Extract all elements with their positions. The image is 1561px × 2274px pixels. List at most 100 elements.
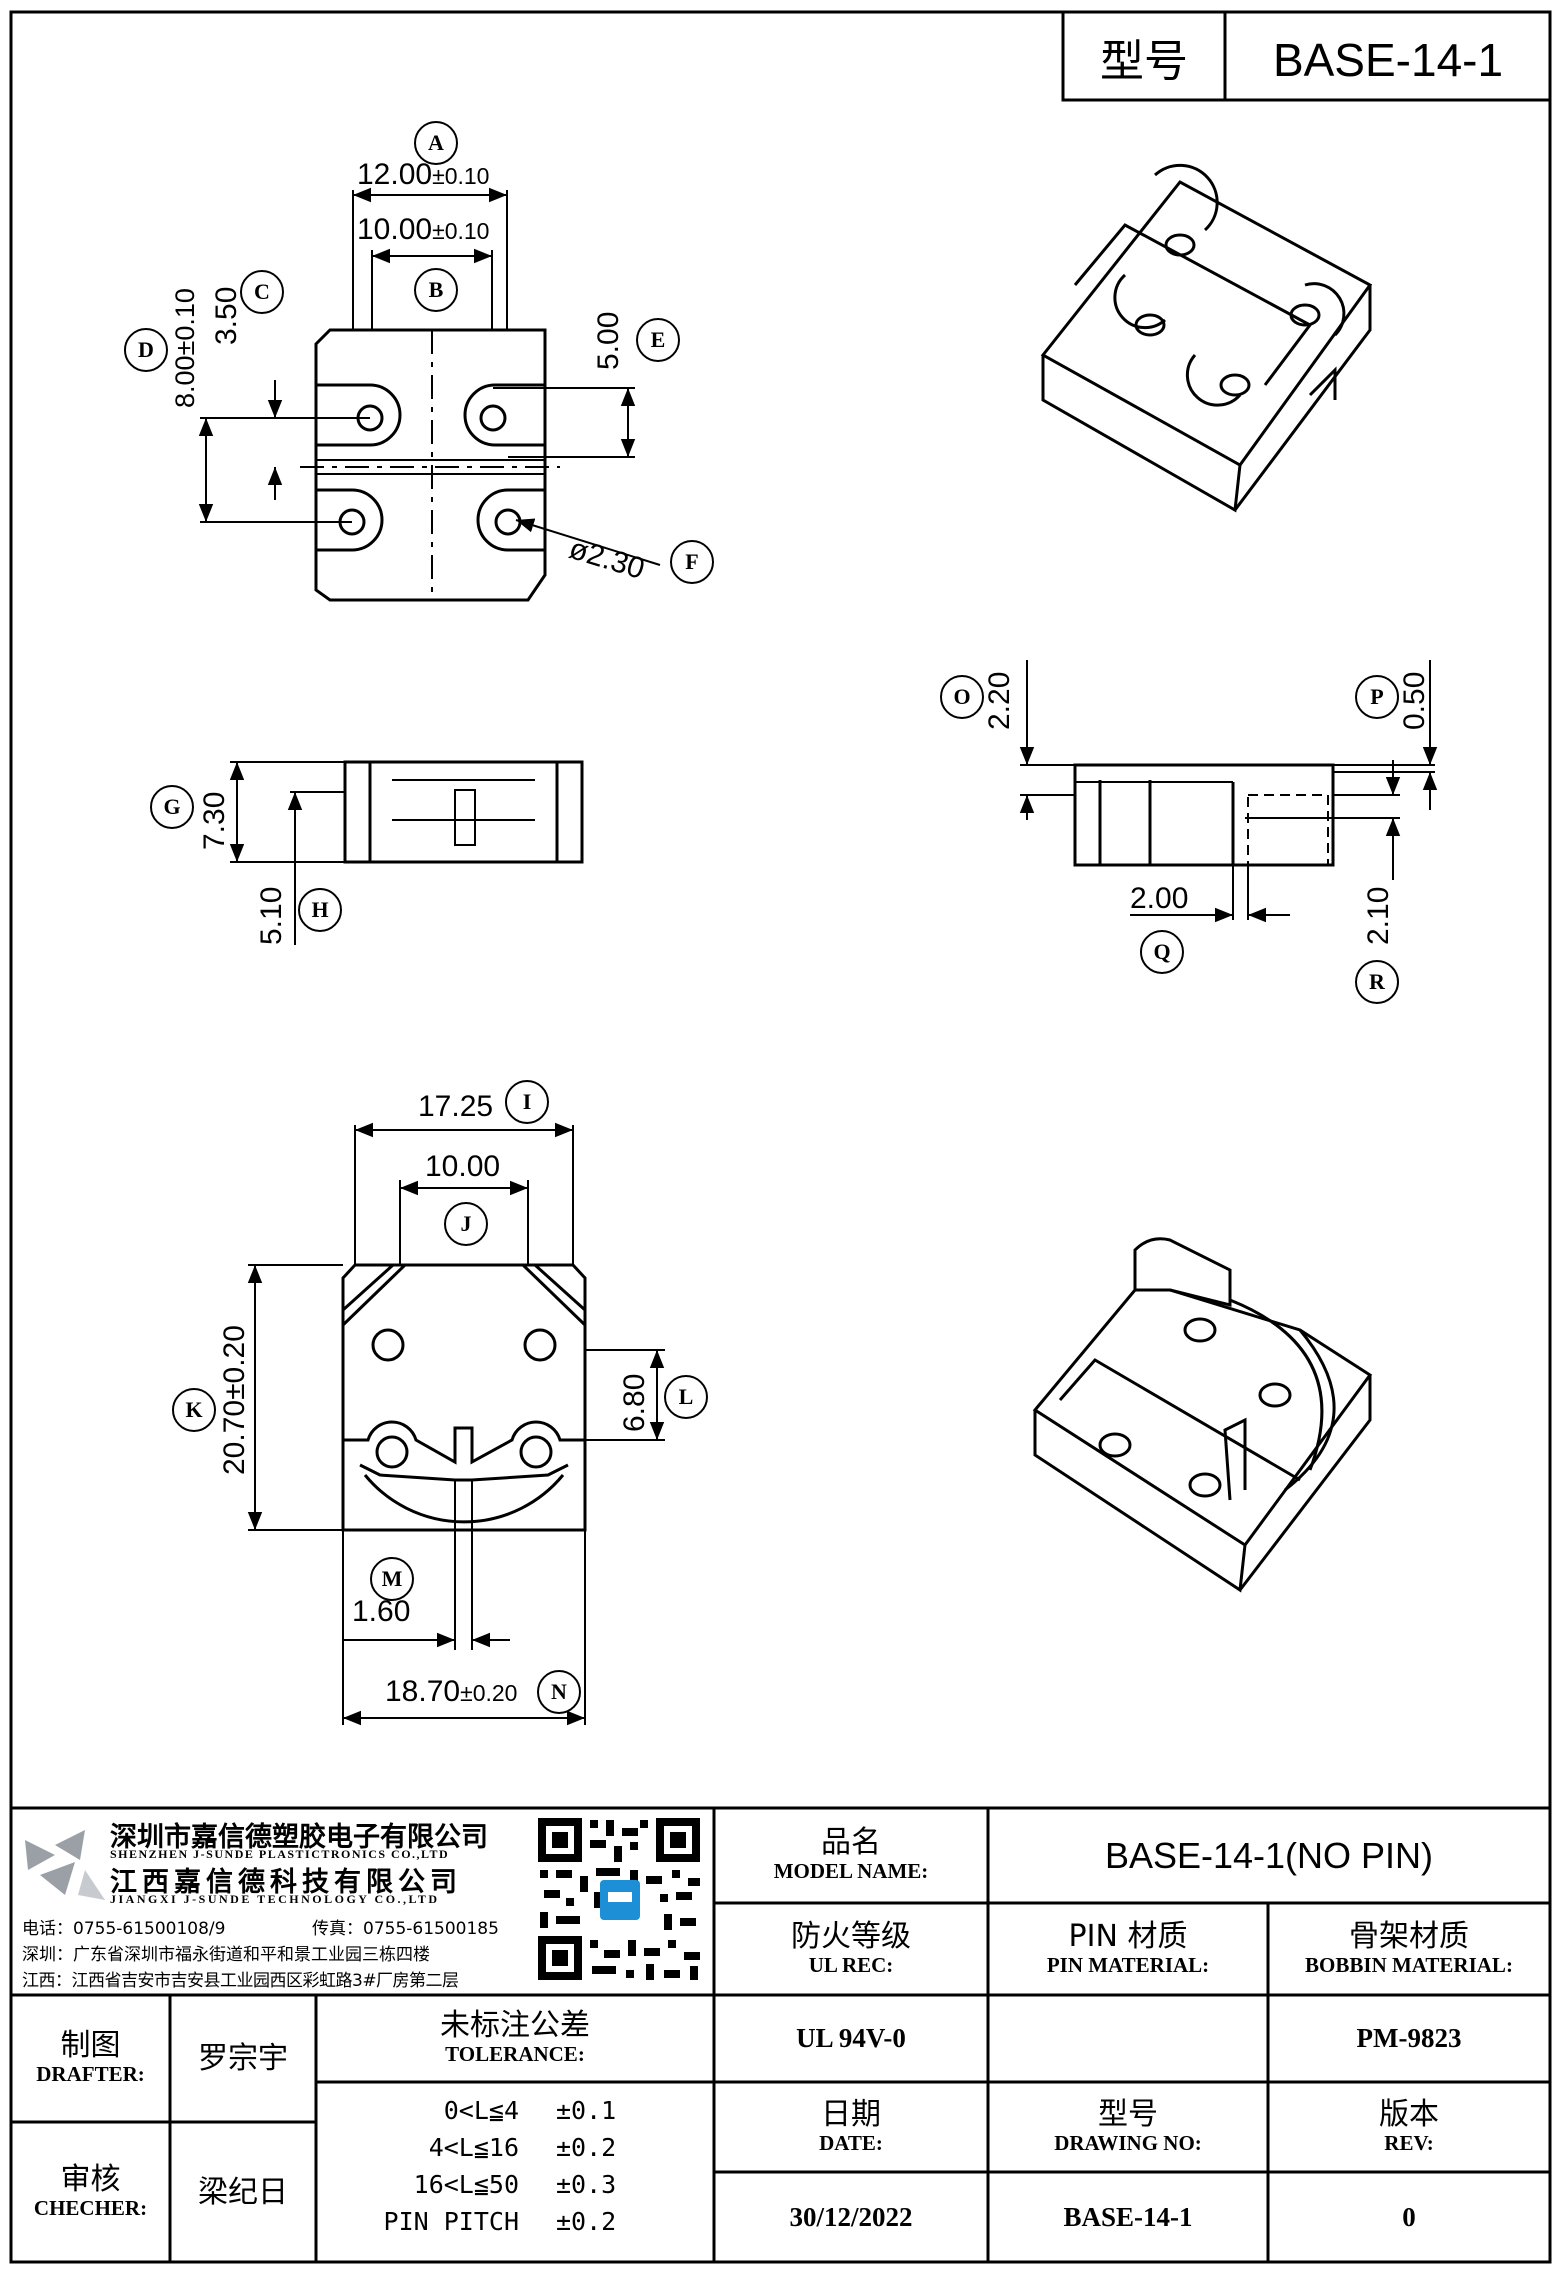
bottom-view (341, 1263, 587, 1532)
dim-g-value: 7.30 (198, 791, 231, 850)
product-name-value-cell: BASE-14-1(NO PIN) (988, 1808, 1550, 1903)
company-logo (25, 1830, 105, 1900)
drawing-no-label-cn: 型号 (1098, 2096, 1158, 2132)
date-label-en: DATE: (819, 2130, 883, 2155)
date-value: 30/12/2022 (789, 2201, 913, 2232)
dim-i-value: 17.25 (418, 1090, 494, 1123)
dim-c: C (240, 270, 284, 314)
dim-h-value: 5.10 (255, 886, 288, 945)
pin-material-label-cn: PIN 材质 (1068, 1918, 1188, 1954)
rev-value: 0 (1402, 2201, 1416, 2232)
drafter-label-cn: 制图 (60, 2028, 121, 2064)
dim-r-value: 2.10 (1362, 886, 1395, 945)
iso-view-bottom (1032, 1237, 1373, 1593)
tolerance-value: ±0.1 (556, 2096, 617, 2125)
drawing-no-label-cell: 型号 DRAWING NO: (988, 2082, 1268, 2172)
company-name-en-1: SHENZHEN J-SUNDE PLASTICTRONICS CO.,LTD (110, 1847, 450, 1861)
checker-value: 梁纪日 (198, 2174, 288, 2210)
dim-d-value: 8.00±0.10 (170, 288, 200, 408)
dim-n-value: 18.70±0.20 (385, 1675, 518, 1708)
bobbin-material-label-cn: 骨架材质 (1349, 1918, 1469, 1954)
tolerance-value: ±0.2 (556, 2133, 617, 2162)
dim-e: E (636, 318, 680, 362)
dim-k: K (172, 1388, 216, 1432)
tolerance-range: 16<L≦50 (413, 2170, 519, 2199)
dim-l-value: 6.80 (618, 1373, 651, 1432)
tolerance-row: 16<L≦50 ±0.3 (316, 2170, 714, 2206)
product-name-label-cell: 品名 MODEL NAME: (714, 1808, 988, 1903)
tolerance-table: 0<L≦4 ±0.1 4<L≦16 ±0.2 16<L≦50 ±0.3 PIN … (316, 2082, 714, 2262)
drafter-value-cell: 罗宗宇 (170, 1995, 316, 2122)
tolerance-row: 4<L≦16 ±0.2 (316, 2133, 714, 2169)
header-model-box: 型号 BASE-14-1 (1061, 10, 1552, 102)
rev-label-cell: 版本 REV: (1268, 2082, 1550, 2172)
ul-label-cell: 防火等级 UL REC: (714, 1903, 988, 1995)
tolerance-range: PIN PITCH (383, 2207, 519, 2236)
dim-k-value: 20.70±0.20 (218, 1325, 251, 1475)
bobbin-material-label-en: BOBBIN MATERIAL: (1305, 1952, 1513, 1977)
dim-r: R (1355, 960, 1399, 1004)
iso-view-top (1040, 163, 1373, 513)
dim-q: Q (1140, 930, 1184, 974)
title-block-grid (11, 1806, 1550, 2262)
header-model-value: BASE-14-1 (1273, 34, 1503, 86)
pin-material-label-en: PIN MATERIAL: (1046, 1952, 1210, 1977)
side-view (1073, 763, 1335, 867)
company-address-shenzhen: 深圳：广东省深圳市福永街道和平和景工业园三栋四楼 (22, 1945, 430, 1965)
date-label-cn: 日期 (821, 2096, 881, 2132)
product-name-value: BASE-14-1(NO PIN) (1104, 1834, 1434, 1876)
dim-n: N (537, 1670, 581, 1714)
dim-e-value: 5.00 (592, 311, 625, 370)
dim-m: M (370, 1557, 414, 1601)
dim-j-value: 10.00 (425, 1150, 501, 1183)
pin-material-label-cell: PIN 材质 PIN MATERIAL: (988, 1903, 1268, 1995)
date-label-cell: 日期 DATE: (714, 2082, 988, 2172)
company-name-en-2: JIANGXI J-SUNDE TECHNOLOGY CO.,LTD (110, 1892, 440, 1906)
dim-l: L (664, 1375, 708, 1419)
dim-p: P (1355, 675, 1399, 719)
checker-label-cell: 审核 CHECHER: (11, 2122, 170, 2262)
ul-label-en: UL REC: (808, 1952, 894, 1977)
product-name-label-cn: 品名 (821, 1825, 881, 1861)
dim-d: D (124, 328, 168, 372)
drawing-no-value: BASE-14-1 (1063, 2201, 1193, 2232)
dim-i: I (505, 1080, 549, 1124)
dim-a-value: 12.00±0.10 (357, 158, 490, 191)
drawing-no-label-en: DRAWING NO: (1054, 2130, 1202, 2155)
product-name-label-en: MODEL NAME: (773, 1859, 929, 1884)
bobbin-material-value-cell: PM-9823 (1268, 1995, 1550, 2082)
sheet-border (9, 10, 1552, 2264)
rev-value-cell: 0 (1268, 2172, 1550, 2262)
dim-q-value: 2.00 (1130, 882, 1189, 915)
pin-material-value-cell (988, 1995, 1268, 2082)
dim-b: B (414, 268, 458, 312)
bobbin-material-label-cell: 骨架材质 BOBBIN MATERIAL: (1268, 1903, 1550, 1995)
dim-h: H (298, 888, 342, 932)
qr-code (535, 1815, 703, 1983)
header-model-label: 型号 (1100, 36, 1188, 87)
bobbin-material-value: PM-9823 (1356, 2023, 1462, 2053)
tolerance-row: PIN PITCH ±0.2 (316, 2207, 714, 2243)
company-address-jiangxi: 江西：江西省吉安市吉安县工业园西区彩虹路3#厂房第二层 (22, 1971, 459, 1991)
rev-label-cn: 版本 (1379, 2096, 1439, 2132)
ul-value-cell: UL 94V-0 (714, 1995, 988, 2082)
dim-f: F (670, 540, 714, 584)
tolerance-label-en: TOLERANCE: (445, 2042, 585, 2067)
bottom-view-dims (247, 1122, 665, 1726)
tolerance-label-cell: 未标注公差 TOLERANCE: (316, 1995, 714, 2082)
top-view-dims (198, 187, 661, 566)
front-view (343, 760, 584, 864)
drafter-label-en: DRAFTER: (36, 2062, 145, 2087)
tolerance-range: 0<L≦4 (443, 2096, 519, 2125)
dim-b-value: 10.00±0.10 (357, 213, 490, 246)
tolerance-row: 0<L≦4 ±0.1 (316, 2096, 714, 2132)
tolerance-value: ±0.3 (556, 2170, 617, 2199)
dim-g: G (150, 785, 194, 829)
company-fax: 传真：0755-61500185 (312, 1919, 499, 1939)
drawing-no-value-cell: BASE-14-1 (988, 2172, 1268, 2262)
company-name-cn-1: 深圳市嘉信德塑胶电子有限公司 (110, 1822, 488, 1853)
company-name-cn-2: 江西嘉信德科技有限公司 (110, 1867, 462, 1898)
ul-value: UL 94V-0 (796, 2023, 906, 2053)
dim-j: J (444, 1202, 488, 1246)
dim-c-value: 3.50 (210, 286, 243, 345)
